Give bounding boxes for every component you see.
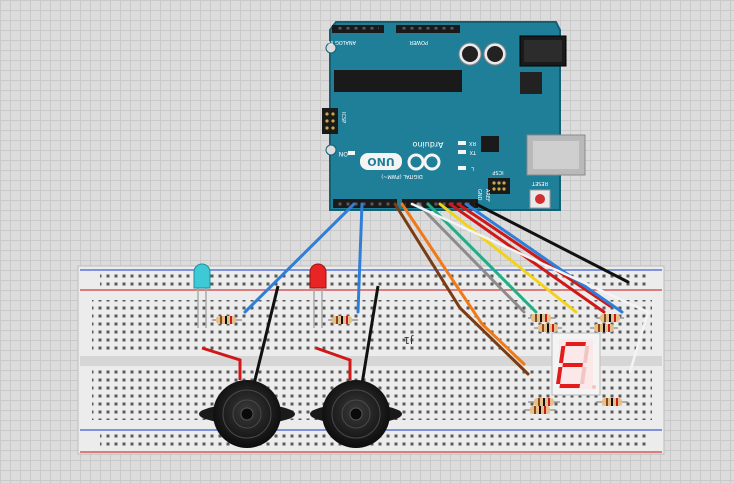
reset-button-cap <box>535 194 545 204</box>
rail-holes-bottom-2 <box>100 442 648 448</box>
segment-g <box>562 363 583 367</box>
label-gnd: GND <box>476 189 482 201</box>
dc-power-jack-inner <box>524 40 562 62</box>
on-led <box>348 151 355 155</box>
mounting-hole <box>325 42 337 54</box>
usb-connector-inner <box>533 141 579 169</box>
display-segments <box>556 342 590 388</box>
wire-blue-1 <box>243 202 356 314</box>
wire-brown <box>393 202 530 376</box>
resistor <box>528 314 556 322</box>
led-cyan <box>193 263 211 328</box>
buzzer-2-lead-red <box>315 346 352 380</box>
buzzer-1-lead-black <box>252 285 280 385</box>
tx-led <box>458 150 466 154</box>
rx-led <box>458 141 466 145</box>
buzzer-1-lead-red <box>201 346 242 380</box>
atmega-chip <box>334 70 462 92</box>
wire-orange <box>400 202 526 366</box>
mounting-hole <box>325 144 337 156</box>
wire-gray <box>416 202 526 314</box>
label-aref: AREF <box>484 189 490 202</box>
label-icsp2: ICSP <box>492 169 503 175</box>
resistor <box>596 314 624 322</box>
wire-black <box>474 202 630 284</box>
wire-red-2 <box>456 202 612 308</box>
wires <box>243 202 650 376</box>
resistors <box>212 314 628 414</box>
label-power: POWER <box>409 39 428 45</box>
buzzer-2-lead-black <box>360 285 380 385</box>
label-analog-in: ANALOG IN <box>328 39 356 45</box>
voltage-regulator <box>520 72 542 94</box>
header-pins <box>400 27 456 31</box>
wire-green <box>426 202 538 314</box>
label-l: L <box>471 165 474 171</box>
segment-c <box>580 367 587 384</box>
label-on: ON <box>339 150 348 157</box>
rail-holes-top-2 <box>100 281 648 287</box>
segment-f <box>558 346 566 363</box>
buzzer-1 <box>199 285 295 448</box>
label-digital: DIGITAL (PWM~) <box>381 173 423 179</box>
breadboard-label-j1: J1 <box>404 334 414 345</box>
label-icsp: ICSP <box>340 112 346 123</box>
icsp-header <box>322 108 338 134</box>
resistor <box>212 316 242 324</box>
arduino-logo: UNO Arduino <box>360 140 443 171</box>
label-rx: RX <box>469 140 476 146</box>
capacitor-2-top <box>487 46 503 62</box>
resistor <box>596 398 628 406</box>
resistor <box>590 324 618 332</box>
center-channel <box>80 356 662 366</box>
led-red-body <box>309 263 327 289</box>
resistor <box>528 398 560 406</box>
arduino-uno-board: ANALOG IN POWER ICSP ON UNO Arduino <box>322 21 586 211</box>
header-pins <box>337 27 379 31</box>
buzzer-2 <box>310 285 402 448</box>
segment-e <box>556 367 563 384</box>
header-pins <box>336 201 394 206</box>
wire-blue-3 <box>464 202 624 314</box>
usb-chip <box>481 136 499 152</box>
label-uno: UNO <box>367 155 395 168</box>
rail-holes-top-1 <box>100 273 648 279</box>
resistor <box>524 406 556 414</box>
segment-a <box>565 342 586 346</box>
segment-d <box>559 384 581 388</box>
wire-white <box>410 202 650 374</box>
label-reset: RESET <box>531 180 548 186</box>
wire-blue-2 <box>356 202 364 314</box>
led-red <box>309 263 327 328</box>
resistor <box>328 316 358 324</box>
wire-yellow <box>438 202 578 314</box>
label-brand: Arduino <box>412 140 443 149</box>
icsp2-header <box>488 178 510 194</box>
led-cyan-body <box>193 263 211 289</box>
l-led <box>458 166 466 170</box>
segment-b <box>582 346 590 363</box>
resistor <box>534 324 562 332</box>
seven-segment-display <box>551 332 601 396</box>
label-tx: TX <box>469 149 477 155</box>
segment-dp <box>592 385 596 389</box>
capacitor-1-top <box>462 46 478 62</box>
